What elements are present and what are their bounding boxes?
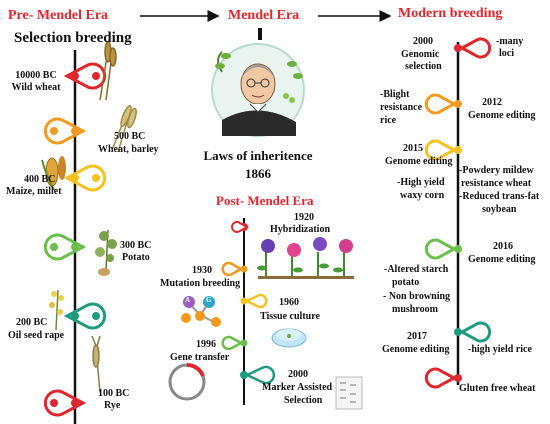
mutation-letter-g: G (206, 296, 212, 304)
pre-crop-6: Rye (104, 400, 121, 411)
rye-icon (91, 335, 101, 393)
post-year-1930: 1930 (192, 265, 212, 276)
post-year-1920: 1920 (294, 212, 314, 223)
modern-tech-2017: Genome editing (382, 344, 450, 355)
pre-marker-4 (43, 233, 87, 261)
post-label-2000-line2: Selection (284, 395, 323, 406)
modern-year-2017: 2017 (407, 331, 427, 342)
modern-tech-2015: Genome editing (385, 156, 453, 167)
mutation-molecule-icon (181, 296, 221, 327)
pre-mendel-heading: Pre- Mendel Era (8, 8, 109, 23)
modern-year-2012: 2012 (482, 97, 502, 108)
modern-year-2016: 2016 (493, 241, 513, 252)
modern-tech-2000-line2: selection (405, 61, 442, 72)
modern-detail-2016: -Altered starch (384, 264, 449, 275)
mendel-connector (258, 28, 262, 40)
mendel-year: 1866 (245, 166, 271, 181)
plasmid-icon (168, 362, 206, 401)
post-marker-1930 (221, 261, 248, 277)
wild-wheat-icon (99, 41, 117, 101)
post-mendel-heading: Post- Mendel Era (216, 193, 314, 208)
modern-marker-2000 (454, 37, 492, 59)
potato-plant-icon (95, 229, 117, 276)
post-year-1960: 1960 (279, 297, 299, 308)
post-label-2000: Marker Assisted (262, 382, 333, 393)
pre-year-5: 200 BC (16, 317, 48, 328)
pre-crop-2: Wheat, barley (98, 144, 159, 155)
modern-detail-2015-line2: resistance wheat (461, 178, 532, 189)
modern-marker-final (424, 367, 462, 389)
modern-detail-2015-line4: soybean (482, 204, 517, 215)
post-label-1930: Mutation breeding (160, 278, 241, 289)
pre-year-4: 300 BC (120, 240, 152, 251)
barley-icon (111, 104, 137, 153)
post-label-1920: Hybridization (270, 224, 331, 235)
pre-crop-5: Oil seed rape (8, 330, 65, 341)
modern-heading: Modern breeding (398, 6, 503, 21)
modern-detail-2012-line2: resistance (380, 102, 423, 113)
pre-marker-3 (63, 164, 107, 192)
modern-detail-2000-line2: loci (499, 48, 514, 59)
modern-detail-2015-line5: -High yield (397, 177, 445, 188)
post-label-1996: Gene transfer (170, 352, 230, 363)
modern-year-2015: 2015 (403, 143, 423, 154)
marker-gel-icon (335, 376, 363, 410)
post-year-2000: 2000 (288, 369, 308, 380)
modern-tech-2016: Genome editing (468, 254, 536, 265)
selection-breeding-heading: Selection breeding (14, 30, 132, 46)
oil-seed-rape-icon (49, 289, 64, 331)
modern-detail-2000: -many (496, 36, 524, 47)
post-label-1960: Tissue culture (260, 311, 320, 322)
pre-marker-6 (43, 389, 87, 417)
pre-crop-3: Maize, millet (6, 186, 62, 197)
modern-tech-2012: Genome editing (468, 110, 536, 121)
post-year-1996: 1996 (196, 339, 216, 350)
tissue-culture-dish-icon (271, 328, 307, 348)
modern-marker-2017 (454, 321, 492, 343)
hybridization-flowers-icon (257, 237, 354, 279)
post-marker-1920 (231, 221, 250, 233)
pre-year-3: 400 BC (24, 174, 56, 185)
pre-marker-1 (63, 62, 107, 90)
pre-year-6: 100 BC (98, 388, 130, 399)
modern-detail-2015-line6: waxy corn (400, 190, 445, 201)
post-marker-1960 (240, 293, 268, 309)
pre-year-2: 500 BC (114, 131, 146, 142)
modern-detail-2016-line2: potato (392, 277, 420, 288)
modern-marker-2012 (424, 93, 462, 115)
mendel-heading: Mendel Era (228, 8, 300, 23)
modern-detail-2017: -high yield rice (468, 344, 532, 355)
pre-marker-2 (43, 117, 87, 145)
modern-marker-2015 (424, 139, 462, 161)
pre-crop-4: Potato (122, 252, 150, 263)
modern-detail-2016-line3: - Non browning (383, 291, 451, 302)
pre-marker-5 (63, 302, 107, 330)
modern-detail-2016-line4: mushroom (392, 304, 438, 315)
post-marker-2000 (240, 365, 276, 385)
modern-tech-2000: Genomic (401, 49, 440, 60)
maize-millet-icon (41, 156, 66, 191)
mutation-letter-a: A (185, 296, 191, 304)
modern-detail-2015: -Powdery mildew (459, 165, 534, 176)
modern-year-2000: 2000 (413, 36, 433, 47)
mendel-laws: Laws of inheritence (203, 148, 313, 163)
pre-crop-1: Wild wheat (11, 82, 61, 93)
post-marker-1996 (221, 335, 248, 351)
pre-year-1: 10000 BC (15, 70, 57, 81)
mendel-portrait (211, 43, 305, 137)
modern-final: Gluten free wheat (459, 383, 536, 394)
modern-detail-2012: -Blight (380, 89, 410, 100)
modern-detail-2012-line3: rice (380, 115, 397, 126)
modern-marker-2016 (424, 238, 462, 260)
modern-detail-2015-line3: -Reduced trans-fat (459, 191, 540, 202)
